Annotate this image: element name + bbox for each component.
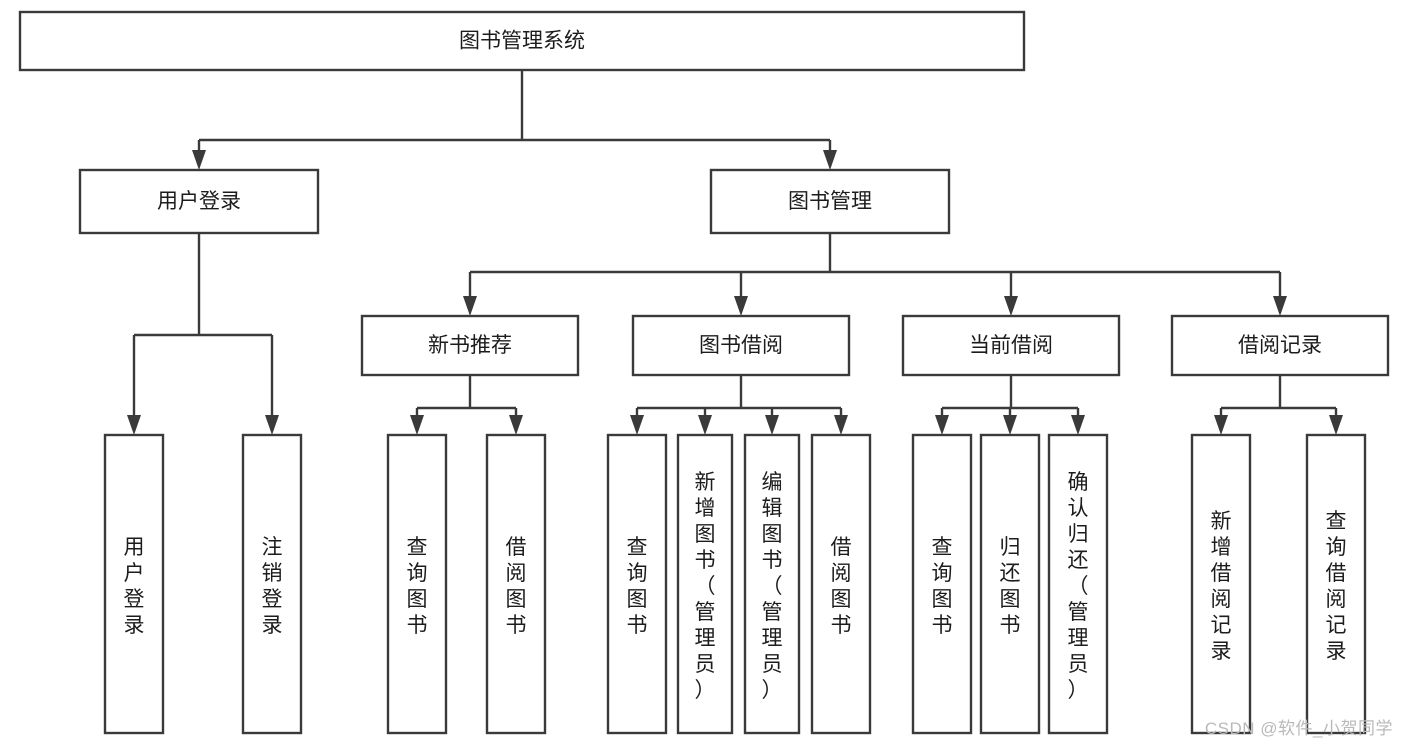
node-box[interactable]: [78, 168, 320, 235]
node-label: 借阅图书: [506, 536, 527, 637]
node-box[interactable]: [631, 314, 851, 377]
node-box[interactable]: [743, 433, 801, 735]
node-borrow-record[interactable]: 借阅记录: [1170, 314, 1390, 377]
node-add-book-admin[interactable]: 新增图书（管理员）: [676, 433, 734, 735]
node-book-borrow[interactable]: 图书借阅: [631, 314, 851, 377]
node-label: 编辑图书（管理员）: [762, 471, 783, 702]
node-user-logout[interactable]: 注销登录: [241, 433, 303, 735]
arrow-head-icon: [734, 296, 748, 316]
node-box[interactable]: [1305, 433, 1367, 735]
arrow-head-icon: [127, 415, 141, 435]
node-label: 查询图书: [627, 536, 648, 637]
arrow-head-icon: [410, 415, 424, 435]
arrow-head-icon: [1329, 415, 1343, 435]
node-query-borrow-record[interactable]: 查询借阅记录: [1305, 433, 1367, 735]
node-book-manage[interactable]: 图书管理: [709, 168, 951, 235]
arrow-head-icon: [1214, 415, 1228, 435]
node-label: 用户登录: [124, 536, 145, 637]
arrow-head-icon: [1273, 296, 1287, 316]
node-label: 查询图书: [407, 536, 428, 637]
node-root[interactable]: 图书管理系统: [18, 10, 1026, 72]
node-box[interactable]: [911, 433, 973, 735]
node-box[interactable]: [241, 433, 303, 735]
node-box[interactable]: [676, 433, 734, 735]
node-label: 图书管理: [788, 190, 872, 213]
arrow-head-icon: [630, 415, 644, 435]
node-label: 注销登录: [262, 536, 283, 637]
node-user-login-do[interactable]: 用户登录: [103, 433, 165, 735]
node-return-book[interactable]: 归还图书: [979, 433, 1041, 735]
node-label: 新书推荐: [428, 334, 512, 357]
arrow-head-icon: [1071, 415, 1085, 435]
node-box[interactable]: [485, 433, 547, 735]
node-box[interactable]: [1047, 433, 1109, 735]
node-confirm-return-admin[interactable]: 确认归还（管理员）: [1047, 433, 1109, 735]
node-query-book-3[interactable]: 查询图书: [911, 433, 973, 735]
arrow-head-icon: [192, 150, 206, 170]
node-label: 查询借阅记录: [1326, 510, 1347, 663]
node-label: 新增图书（管理员）: [695, 471, 716, 702]
arrow-head-icon: [1003, 415, 1017, 435]
node-label: 图书借阅: [699, 334, 783, 357]
node-query-book-1[interactable]: 查询图书: [386, 433, 448, 735]
node-label: 查询图书: [932, 536, 953, 637]
arrow-head-icon: [834, 415, 848, 435]
node-box[interactable]: [810, 433, 872, 735]
node-edit-book-admin[interactable]: 编辑图书（管理员）: [743, 433, 801, 735]
node-label: 图书管理系统: [459, 30, 585, 53]
node-label: 确认归还（管理员）: [1068, 471, 1089, 702]
arrow-head-icon: [1004, 296, 1018, 316]
node-borrow-book-1[interactable]: 借阅图书: [485, 433, 547, 735]
node-box[interactable]: [1190, 433, 1252, 735]
node-label: 新增借阅记录: [1211, 510, 1232, 663]
arrow-head-icon: [509, 415, 523, 435]
node-box[interactable]: [979, 433, 1041, 735]
node-current-borrow[interactable]: 当前借阅: [901, 314, 1121, 377]
arrow-head-icon: [765, 415, 779, 435]
node-box[interactable]: [901, 314, 1121, 377]
arrow-head-icon: [823, 150, 837, 170]
arrow-head-icon: [698, 415, 712, 435]
node-box[interactable]: [103, 433, 165, 735]
arrow-head-icon: [935, 415, 949, 435]
node-label: 借阅图书: [831, 536, 852, 637]
arrow-head-icon: [265, 415, 279, 435]
node-query-book-2[interactable]: 查询图书: [606, 433, 668, 735]
node-label: 归还图书: [1000, 536, 1021, 637]
node-user-login[interactable]: 用户登录: [78, 168, 320, 235]
node-borrow-book-2[interactable]: 借阅图书: [810, 433, 872, 735]
node-add-borrow-record[interactable]: 新增借阅记录: [1190, 433, 1252, 735]
node-label: 用户登录: [157, 190, 241, 213]
node-new-book-recommend[interactable]: 新书推荐: [360, 314, 580, 377]
node-label: 借阅记录: [1238, 334, 1322, 357]
node-box[interactable]: [18, 10, 1026, 72]
arrow-head-icon: [463, 296, 477, 316]
node-label: 当前借阅: [969, 334, 1053, 357]
